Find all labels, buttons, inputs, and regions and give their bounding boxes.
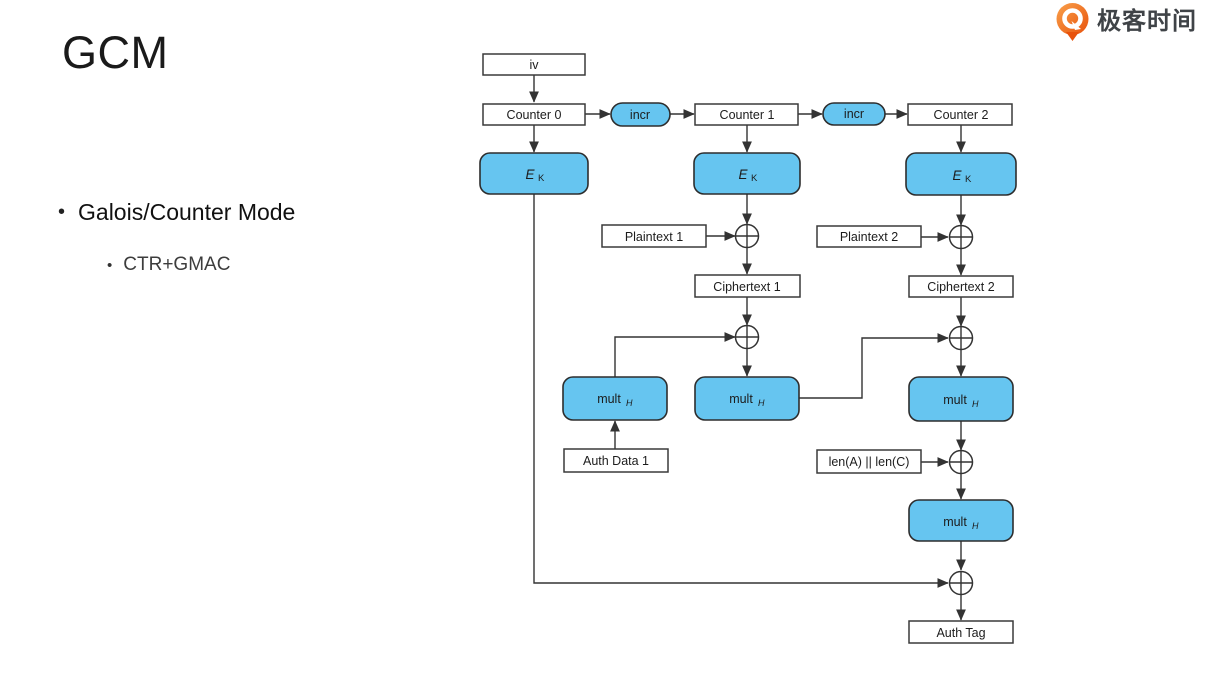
- auth-data1-box: Auth Data 1: [563, 448, 669, 473]
- plaintext2-box: Plaintext 2: [816, 225, 922, 248]
- svg-text:Ciphertext 1: Ciphertext 1: [713, 280, 780, 294]
- svg-text:Auth Tag: Auth Tag: [936, 626, 985, 640]
- svg-text:mult: mult: [729, 392, 753, 406]
- bullet-icon: •: [58, 201, 66, 223]
- xor4-icon: [948, 325, 974, 351]
- svg-text:iv: iv: [529, 58, 539, 72]
- svg-text:H: H: [626, 398, 633, 408]
- multh2-block: mult H: [694, 376, 800, 421]
- svg-text:len(A) || len(C): len(A) || len(C): [829, 455, 910, 469]
- incr1-pill: incr: [610, 102, 671, 127]
- xor6-icon: [948, 570, 974, 596]
- page-title: GCM: [62, 27, 169, 78]
- svg-text:H: H: [758, 398, 765, 408]
- ek2-block: E K: [693, 152, 801, 195]
- xor2-icon: [734, 324, 760, 350]
- len-a-len-c-box: len(A) || len(C): [816, 449, 922, 474]
- auth-tag-box: Auth Tag: [908, 620, 1014, 644]
- svg-text:K: K: [751, 173, 758, 184]
- bullet-text: CTR+GMAC: [123, 254, 231, 275]
- svg-text:H: H: [972, 399, 979, 409]
- ciphertext1-box: Ciphertext 1: [694, 274, 801, 298]
- svg-text:mult: mult: [943, 393, 967, 407]
- svg-text:K: K: [965, 174, 972, 185]
- svg-text:E: E: [738, 167, 748, 182]
- svg-text:Auth Data 1: Auth Data 1: [583, 454, 649, 468]
- diagram-wires: [529, 75, 966, 621]
- plaintext1-box: Plaintext 1: [601, 224, 707, 248]
- xor5-icon: [948, 449, 974, 475]
- xor3-icon: [948, 224, 974, 250]
- bullet-icon: •: [107, 256, 113, 274]
- svg-text:Counter 1: Counter 1: [720, 108, 775, 122]
- geektime-logo-text: 极客时间: [1097, 8, 1197, 35]
- arrow-ek1-to-xor6: [533, 194, 949, 588]
- counter2-box: Counter 2: [907, 103, 1013, 126]
- counter1-box: Counter 1: [694, 103, 799, 126]
- counter0-box: Counter 0: [482, 103, 586, 126]
- geektime-logo: 极客时间: [1054, 2, 1197, 42]
- geektime-logo-icon: [1056, 3, 1089, 41]
- svg-text:Plaintext 2: Plaintext 2: [840, 230, 898, 244]
- iv-box: iv: [482, 53, 586, 76]
- ciphertext2-box: Ciphertext 2: [908, 275, 1014, 298]
- svg-text:Counter 0: Counter 0: [507, 108, 562, 122]
- multh4-block: mult H: [908, 499, 1014, 542]
- arrow-multh2-to-xor4: [799, 333, 949, 399]
- ek1-block: E K: [479, 152, 589, 195]
- incr2-pill: incr: [822, 102, 886, 126]
- svg-text:E: E: [525, 167, 535, 182]
- svg-text:Counter 2: Counter 2: [934, 108, 989, 122]
- ek3-block: E K: [905, 152, 1017, 196]
- svg-text:Plaintext 1: Plaintext 1: [625, 230, 683, 244]
- svg-text:incr: incr: [844, 107, 864, 121]
- bullet-text: Galois/Counter Mode: [78, 199, 296, 225]
- svg-text:H: H: [972, 521, 979, 531]
- multh3-block: mult H: [908, 376, 1014, 422]
- svg-text:Ciphertext 2: Ciphertext 2: [927, 280, 994, 294]
- arrow-multh1-to-xor2: [614, 332, 736, 377]
- svg-text:mult: mult: [943, 515, 967, 529]
- multh1-block: mult H: [562, 376, 668, 421]
- svg-text:incr: incr: [630, 108, 650, 122]
- svg-text:mult: mult: [597, 392, 621, 406]
- svg-text:K: K: [538, 173, 545, 184]
- svg-text:E: E: [952, 168, 962, 183]
- bullet-item-galois-counter-mode: • Galois/Counter Mode: [58, 199, 295, 226]
- xor1-icon: [734, 223, 760, 249]
- bullet-item-ctr-gmac: • CTR+GMAC: [107, 254, 230, 276]
